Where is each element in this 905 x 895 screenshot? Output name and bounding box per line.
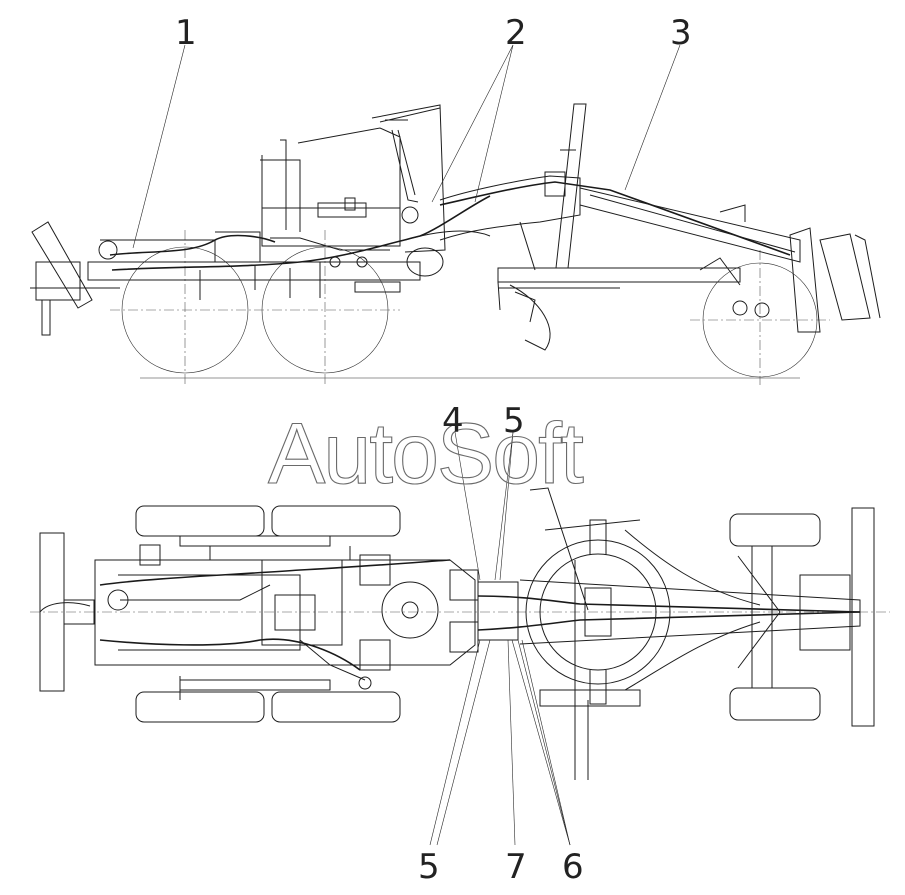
- callout-numbers: 1 2 3 4 5 5 7 6: [175, 13, 692, 887]
- callout-6: 6: [562, 847, 584, 887]
- plan-view: [30, 487, 890, 780]
- callout-4: 4: [442, 401, 464, 441]
- callout-3: 3: [670, 13, 692, 53]
- callout-1: 1: [175, 13, 197, 53]
- callout-2: 2: [505, 13, 527, 53]
- callout-7: 7: [505, 847, 527, 887]
- rear-wheel-1: [121, 246, 249, 374]
- watermark: AutoSoft: [268, 406, 584, 502]
- callout-5-top: 5: [503, 401, 525, 441]
- callout-5-bottom: 5: [418, 847, 440, 887]
- side-view: [30, 103, 881, 385]
- leader-lines: [132, 44, 681, 846]
- circle-turntable: [525, 539, 671, 685]
